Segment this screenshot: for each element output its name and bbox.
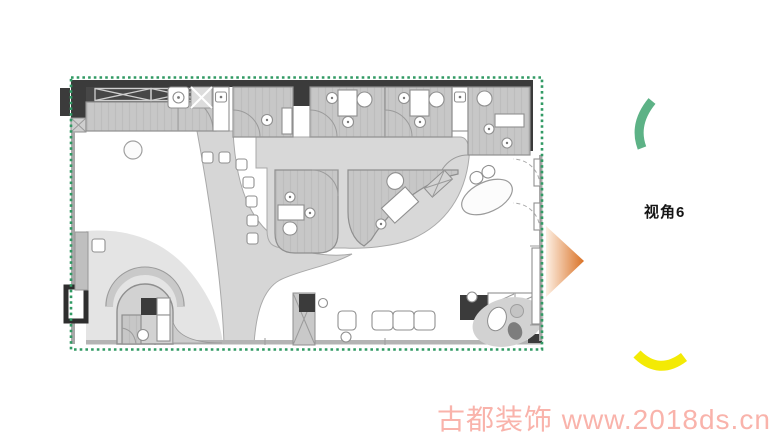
plan-dashed-border (69, 76, 544, 351)
left-window-frame (63, 284, 89, 324)
sofa-seat (392, 310, 415, 331)
entry-wall-doors (512, 155, 543, 341)
corridor-seats (201, 151, 259, 245)
office-rooms-middle (274, 169, 459, 254)
armchair (337, 310, 357, 331)
view-angle-label: 视角6 (644, 204, 686, 221)
view-direction-arrow (546, 226, 584, 297)
left-wall-tab (60, 88, 70, 116)
sofa-seat (371, 310, 394, 331)
entry-decor (460, 291, 544, 347)
lounge-furniture (292, 292, 436, 346)
utility-cells (167, 86, 469, 132)
round-table (123, 140, 143, 160)
yellow-arc-marker (633, 350, 688, 371)
watermark-text: 古都装饰 www.2018ds.cn (437, 404, 771, 435)
plant-icon (172, 91, 185, 104)
ottoman (340, 331, 352, 343)
sofa-seat (413, 310, 436, 331)
reception-desk (461, 164, 513, 216)
office-rooms-top (232, 86, 531, 186)
green-arc-marker (634, 98, 656, 150)
floor-plan-drawing (60, 76, 544, 351)
arch-pod-room (105, 266, 223, 345)
diagonal-shelf (423, 169, 454, 198)
